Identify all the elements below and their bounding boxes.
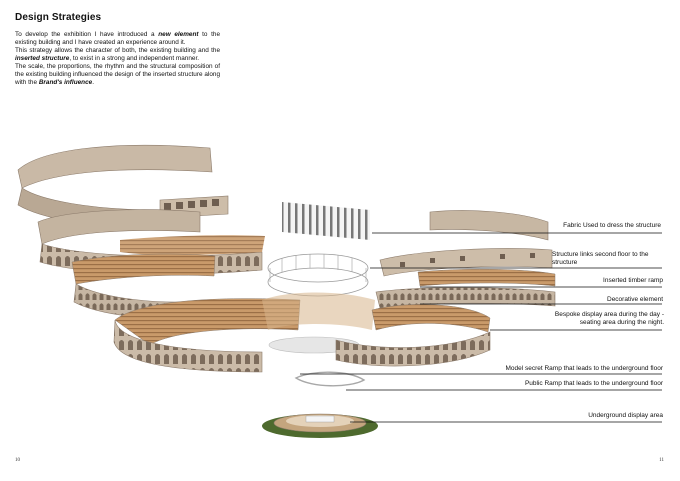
right-middle-ring: [375, 268, 556, 309]
intro-text: To develop the exhibition I have introdu…: [15, 31, 220, 87]
right-lower-ring: [335, 304, 491, 367]
label-bespoke: Bespoke display area during the day - se…: [555, 311, 664, 327]
underground-display-area: [262, 413, 378, 438]
label-public-ramp: Public Ramp that leads to the undergroun…: [524, 380, 663, 387]
label-secret-ramp: Model secret Ramp that leads to the unde…: [505, 365, 663, 372]
label-timber-ramp: Inserted timber ramp: [603, 277, 663, 284]
label-decorative: Decorative element: [607, 296, 663, 303]
intro-paragraph-3: The scale, the proportions, the rhythm a…: [15, 63, 220, 87]
structural-frame: [267, 253, 369, 297]
label-underground: Underground display area: [588, 412, 663, 419]
page-number-right: 11: [659, 458, 664, 463]
label-links-line-2: structure: [552, 259, 578, 266]
intro-paragraph-1: To develop the exhibition I have introdu…: [15, 31, 220, 47]
right-upper-ring: [379, 210, 553, 277]
label-bespoke-line-2: seating area during the night.: [579, 319, 664, 326]
label-links-line-1: Structure links second floor to the: [552, 251, 649, 258]
page-title: Design Strategies: [15, 12, 102, 23]
label-links: Structure links second floor to the stru…: [552, 251, 648, 267]
page-number-left: 10: [15, 458, 20, 463]
public-ramp: [294, 371, 366, 387]
fabric-cladding: [282, 202, 370, 240]
label-fabric: Fabric Used to dress the structure: [563, 222, 661, 229]
leader-lines: [300, 232, 662, 423]
lower-seating-ring: [113, 298, 301, 373]
intro-paragraph-2: This strategy allows the character of bo…: [15, 47, 220, 63]
label-bespoke-line-1: Bespoke display area during the day -: [554, 311, 664, 318]
